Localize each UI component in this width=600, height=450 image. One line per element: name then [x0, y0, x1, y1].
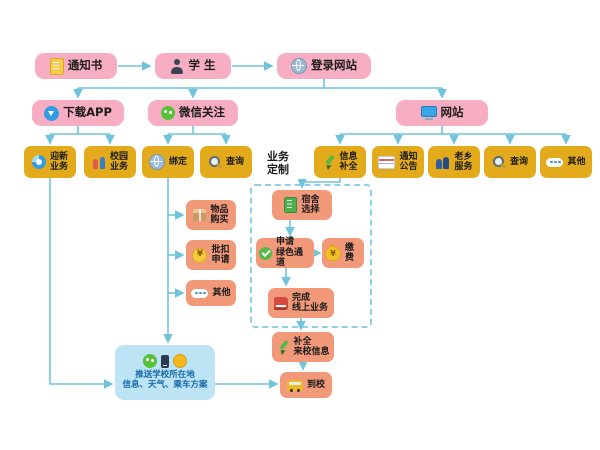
node-hometown-service-label: 老乡 服务: [454, 151, 473, 172]
node-info-complete-label: 信息 补全: [339, 151, 358, 172]
node-arrive-label: 到校: [306, 379, 325, 390]
node-arrive: 到校: [280, 372, 332, 398]
node-website-label: 网站: [440, 105, 464, 120]
document-icon: [49, 57, 64, 75]
wechat-icon: [143, 354, 157, 369]
app-download-icon: [44, 105, 60, 121]
online-business-group: [250, 184, 372, 328]
node-business-custom-label: 业务 定制: [267, 150, 289, 176]
node-campus-service: 校园 业务: [84, 146, 136, 178]
node-wechat-query-label: 查询: [225, 156, 244, 167]
node-web-other: 其他: [540, 146, 592, 178]
node-batch-deduct-label: 批扣 申请: [211, 244, 230, 265]
ellipsis-icon: [546, 157, 564, 167]
node-bind: 绑定: [142, 146, 194, 178]
node-info-complete: 信息 补全: [314, 146, 366, 178]
node-fill-arrival: 补全 来校信息: [272, 332, 334, 362]
monitor-icon: [420, 106, 437, 120]
node-notice: 通知书: [35, 53, 117, 79]
pencil-icon: [276, 340, 289, 354]
node-custom-other-label: 其他: [212, 287, 231, 298]
ellipsis-icon: [191, 288, 209, 298]
node-goods-purchase-label: 物品 购买: [210, 204, 229, 225]
node-web-other-label: 其他: [567, 156, 586, 167]
search-icon: [492, 155, 506, 169]
node-bind-label: 绑定: [168, 156, 187, 167]
coin-icon: [192, 247, 208, 263]
bus-icon: [286, 379, 303, 392]
wechat-icon: [161, 106, 175, 120]
node-login-site-label: 登录网站: [311, 58, 357, 73]
node-goods-purchase: 物品 购买: [186, 200, 236, 230]
node-login-site: 登录网站: [277, 53, 371, 79]
search-icon: [208, 155, 222, 169]
node-student: 学 生: [155, 53, 231, 79]
node-download-app: 下载APP: [32, 100, 124, 126]
announcement-card-icon: [378, 155, 396, 169]
node-dorm-select-label: 宿舍 选择: [301, 194, 320, 215]
node-web-query: 查询: [484, 146, 536, 178]
node-finish-online-label: 完成 线上业务: [291, 292, 328, 313]
node-pay-fee: 缴费: [322, 238, 364, 268]
node-welcome-service-label: 迎新 业务: [49, 151, 68, 172]
node-wechat-query: 查询: [200, 146, 252, 178]
node-business-custom: 业务 定制: [256, 146, 300, 182]
locker-icon: [284, 197, 298, 213]
package-icon: [193, 209, 207, 221]
node-wechat-follow-label: 微信关注: [179, 105, 225, 120]
book-icon: [273, 296, 288, 310]
node-campus-service-label: 校园 业务: [109, 151, 128, 172]
pencil-icon: [322, 155, 335, 169]
earth-icon: [148, 154, 165, 170]
node-student-label: 学 生: [188, 58, 216, 73]
node-green-channel-label: 申请 绿色通道: [276, 237, 304, 269]
node-push-info: 推送学校所在地 信息、天气、乘车方案: [115, 345, 215, 400]
node-wechat-follow: 微信关注: [148, 100, 238, 126]
push-info-icons: [143, 354, 187, 369]
phone-icon: [161, 354, 169, 368]
globe-icon: [291, 58, 307, 74]
node-welcome-service: 迎新 业务: [24, 146, 76, 178]
node-finish-online: 完成 线上业务: [268, 288, 334, 318]
node-batch-deduct: 批扣 申请: [186, 240, 236, 270]
node-hometown-service: 老乡 服务: [428, 146, 480, 178]
people-icon: [435, 156, 450, 169]
node-download-app-label: 下载APP: [63, 105, 112, 120]
green-channel-icon: [259, 246, 272, 260]
student-icon: [170, 58, 184, 74]
node-fill-arrival-label: 补全 来校信息: [293, 336, 330, 357]
campus-people-icon: [92, 155, 106, 169]
node-notice-board-label: 通知 公告: [399, 151, 418, 172]
refresh-icon: [31, 155, 46, 169]
node-dorm-select: 宿舍 选择: [272, 190, 332, 220]
node-pay-fee-label: 缴费: [345, 242, 355, 263]
money-bag-icon: [325, 243, 341, 261]
node-custom-other: 其他: [186, 280, 236, 306]
node-notice-board: 通知 公告: [372, 146, 424, 178]
node-notice-label: 通知书: [67, 58, 103, 73]
node-push-info-label: 推送学校所在地 信息、天气、乘车方案: [122, 370, 208, 390]
node-green-channel: 申请 绿色通道: [256, 237, 314, 269]
node-website: 网站: [396, 100, 488, 126]
sun-icon: [173, 354, 187, 369]
node-web-query-label: 查询: [509, 156, 528, 167]
